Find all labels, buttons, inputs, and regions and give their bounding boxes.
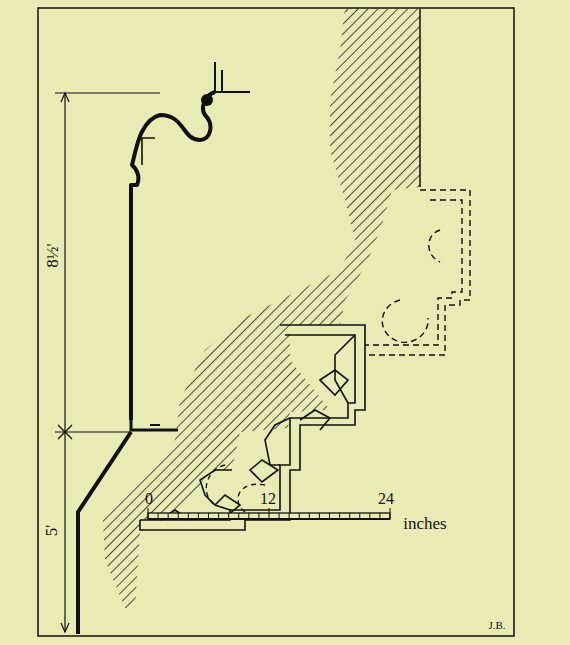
signature: J.B. — [488, 620, 505, 631]
profile-outline — [78, 92, 215, 634]
scale-tick — [188, 513, 189, 519]
scale-tick — [158, 513, 159, 519]
hatched-masonry — [103, 9, 420, 608]
scale-tick — [369, 513, 370, 519]
scale-tick — [258, 513, 259, 519]
scale-tick — [248, 513, 249, 519]
scale-tick — [349, 513, 350, 519]
scale-tick — [218, 513, 219, 519]
scale-tick — [309, 513, 310, 519]
scale-tick — [319, 513, 320, 519]
scale-tick — [359, 513, 360, 519]
scale-unit: inches — [403, 515, 446, 532]
scale-tick — [198, 513, 199, 519]
dashed-steps — [365, 190, 470, 355]
scale-number: 12 — [260, 491, 276, 507]
scale-tick — [208, 513, 209, 519]
scale-number: 24 — [378, 491, 394, 507]
scale-tick — [289, 513, 290, 519]
scale-tick — [279, 513, 280, 519]
scale-tick — [390, 508, 391, 519]
dimension-label: 5' — [41, 522, 62, 538]
dimension-label: 8½' — [41, 241, 62, 269]
scale-tick — [238, 513, 239, 519]
scale-tick — [228, 513, 229, 519]
scale-tick — [178, 513, 179, 519]
scale-tick — [339, 513, 340, 519]
scale-tick — [299, 513, 300, 519]
scale-tick — [329, 513, 330, 519]
rib-steps — [140, 325, 365, 530]
scale-tick — [269, 508, 270, 519]
scale-tick — [168, 513, 169, 519]
frame — [38, 8, 514, 636]
dimension-lines — [55, 93, 160, 632]
scale-tick — [148, 508, 149, 519]
scale-tick — [379, 513, 380, 519]
scale-number: 0 — [145, 491, 153, 507]
